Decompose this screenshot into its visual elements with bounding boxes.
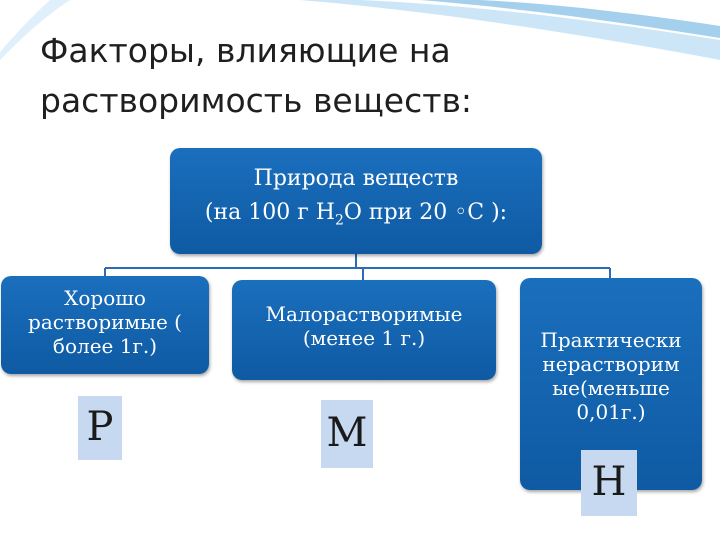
- root-node-box: Природа веществ (на 100 г H2O при 20 ◦C …: [170, 148, 542, 254]
- title-line-2: растворимость веществ:: [40, 81, 473, 120]
- root-node-line-2: (на 100 г H2O при 20 ◦C ):: [170, 196, 542, 237]
- child-node-soluble: Хорошо растворимые ( более 1г.): [1, 276, 209, 374]
- decorative-swoosh: [0, 0, 720, 60]
- letter-badge-slightly-soluble: М: [321, 400, 373, 468]
- root-node-line-1: Природа веществ: [253, 166, 459, 191]
- child-node-label: Практически нерастворим ые(меньше 0,01г.…: [540, 328, 682, 424]
- root-node-line-2-suffix: O при 20 ◦C ):: [343, 200, 508, 225]
- root-node-subscript: 2: [334, 212, 344, 229]
- letter-badge-soluble: Р: [78, 396, 122, 460]
- letter-badge-insoluble: Н: [581, 450, 637, 516]
- slide-title: Факторы, влияющие на растворимость вещес…: [40, 26, 660, 126]
- child-node-insoluble: Практически нерастворим ые(меньше 0,01г.…: [520, 278, 702, 490]
- child-node-slightly-soluble: Малорастворимые (менее 1 г.): [232, 280, 496, 380]
- child-node-label: Малорастворимые (менее 1 г.): [265, 302, 463, 350]
- root-node-line-2-prefix: (на 100 г H: [204, 200, 335, 225]
- child-node-label: Хорошо растворимые ( более 1г.): [28, 286, 182, 358]
- title-line-1: Факторы, влияющие на: [40, 31, 451, 70]
